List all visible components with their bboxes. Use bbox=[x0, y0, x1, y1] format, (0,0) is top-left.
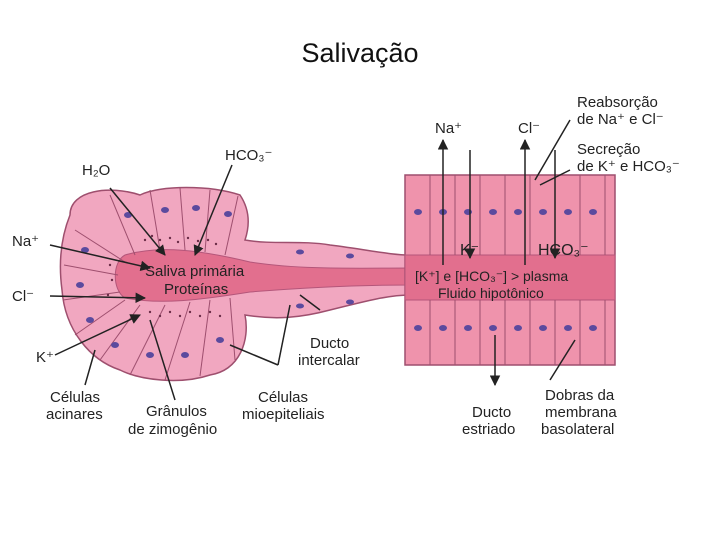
label-hco3-right: HCO₃⁻ bbox=[538, 242, 589, 259]
label-saliva-primaria: Saliva primária bbox=[145, 263, 245, 280]
label-hco3-top: HCO₃⁻ bbox=[225, 147, 272, 164]
label-mioepiteliais-2: mioepiteliais bbox=[242, 406, 325, 423]
mioepiteliais-pointer-2 bbox=[277, 304, 291, 366]
label-granulos-2: de zimogênio bbox=[128, 421, 217, 438]
label-cl-right: Cl⁻ bbox=[518, 120, 540, 137]
label-proteinas: Proteínas bbox=[164, 281, 228, 298]
label-k-left: K⁺ bbox=[36, 349, 54, 366]
label-dobras-2: membrana bbox=[545, 404, 617, 421]
label-fluido: Fluido hipotônico bbox=[438, 285, 544, 301]
label-secrecao-1: Secreção bbox=[577, 141, 640, 158]
label-na-right: Na⁺ bbox=[435, 120, 462, 137]
label-dobras-1: Dobras da bbox=[545, 387, 615, 404]
label-na-left: Na⁺ bbox=[12, 233, 39, 250]
label-celulas-acinares-2: acinares bbox=[46, 406, 103, 423]
page-title: Salivação bbox=[301, 38, 419, 68]
label-plasma: [K⁺] e [HCO₃⁻] > plasma bbox=[415, 268, 568, 284]
label-estriado-1: Ducto bbox=[472, 404, 511, 421]
cl-left-arrow bbox=[49, 292, 147, 304]
label-secrecao-2: de K⁺ e HCO₃⁻ bbox=[577, 158, 680, 175]
label-mioepiteliais-1: Células bbox=[258, 389, 308, 406]
granulos-pointer bbox=[149, 319, 176, 401]
acinar-cells bbox=[62, 187, 239, 381]
secrecao-pointer bbox=[539, 169, 571, 186]
h2o-arrow bbox=[109, 187, 166, 256]
na-left-arrow bbox=[49, 244, 152, 271]
hco3-top-arrow bbox=[193, 164, 233, 256]
striated-duct-nuclei bbox=[414, 209, 597, 331]
labels: H₂O HCO₃⁻ Na⁺ Cl⁻ K⁺ Saliva primária Pro… bbox=[12, 94, 680, 438]
label-reabsorcao-2: de Na⁺ e Cl⁻ bbox=[577, 111, 664, 128]
intercalar-pointer bbox=[299, 294, 321, 311]
label-dobras-3: basolateral bbox=[541, 421, 614, 438]
label-k-right: K⁻ bbox=[460, 242, 479, 259]
reabsorcao-pointer bbox=[534, 119, 571, 181]
label-estriado-2: estriado bbox=[462, 421, 515, 438]
label-intercalar-2: intercalar bbox=[298, 352, 360, 369]
mioepiteliais-pointer-1 bbox=[229, 344, 279, 366]
label-celulas-acinares-1: Células bbox=[50, 389, 100, 406]
arrows bbox=[49, 119, 576, 401]
zymogen-granules bbox=[106, 234, 222, 318]
k-left-arrow bbox=[54, 314, 141, 356]
acinus bbox=[59, 186, 411, 382]
acinares-pointer bbox=[84, 349, 96, 386]
label-intercalar-1: Ducto bbox=[310, 335, 349, 352]
intercalated-duct-nuclei bbox=[296, 249, 354, 309]
label-cl-left: Cl⁻ bbox=[12, 288, 34, 305]
label-h2o: H₂O bbox=[82, 162, 110, 179]
label-granulos-1: Grânulos bbox=[146, 403, 207, 420]
dobras-pointer bbox=[549, 339, 576, 381]
label-reabsorcao-1: Reabsorção bbox=[577, 94, 658, 111]
